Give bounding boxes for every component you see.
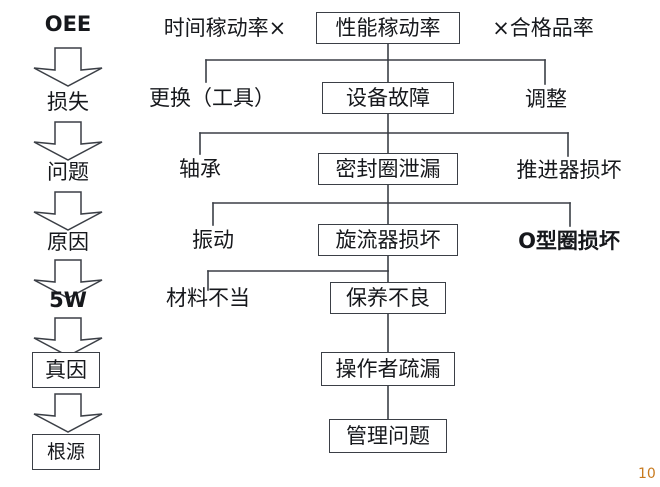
node-vibration: 振动: [192, 227, 234, 252]
chain-arrow-1: [33, 47, 103, 87]
chain-label-oee: OEE: [44, 11, 92, 36]
node-tool-change: 更换（工具）: [149, 85, 275, 110]
node-poor-maintenance: 保养不良: [330, 282, 446, 314]
chain-label-root: 根源: [32, 434, 100, 470]
chain-arrow-4: [33, 259, 103, 299]
node-cyclone-damage: 旋流器损坏: [318, 224, 458, 256]
chain-label-cause: 原因: [47, 229, 89, 254]
node-quality-rate: ×合格品率: [492, 15, 594, 40]
node-impeller-damage: 推进器损坏: [516, 157, 622, 182]
chain-label-5w: 5W: [49, 287, 87, 312]
node-improper-material: 材料不当: [166, 285, 250, 310]
chain-arrow-3: [33, 191, 103, 231]
chain-arrow-6: [33, 393, 103, 433]
node-availability-rate: 时间稼动率×: [163, 15, 287, 40]
chain-arrow-2: [33, 121, 103, 161]
node-operator-negligence: 操作者疏漏: [321, 352, 455, 386]
node-performance-rate: 性能稼动率: [316, 12, 460, 44]
node-equipment-failure: 设备故障: [322, 82, 454, 114]
chain-label-problem: 问题: [47, 159, 89, 184]
chain-arrow-5: [33, 317, 103, 357]
node-bearing: 轴承: [179, 156, 221, 181]
node-seal-leak: 密封圈泄漏: [318, 153, 458, 185]
chain-label-loss: 损失: [47, 89, 89, 114]
page-number: 10: [638, 466, 656, 482]
node-adjustment: 调整: [525, 86, 567, 111]
node-oring-damage: O型圈损坏: [518, 228, 620, 253]
node-management-issue: 管理问题: [329, 419, 447, 453]
chain-label-true-cause: 真因: [32, 352, 100, 388]
